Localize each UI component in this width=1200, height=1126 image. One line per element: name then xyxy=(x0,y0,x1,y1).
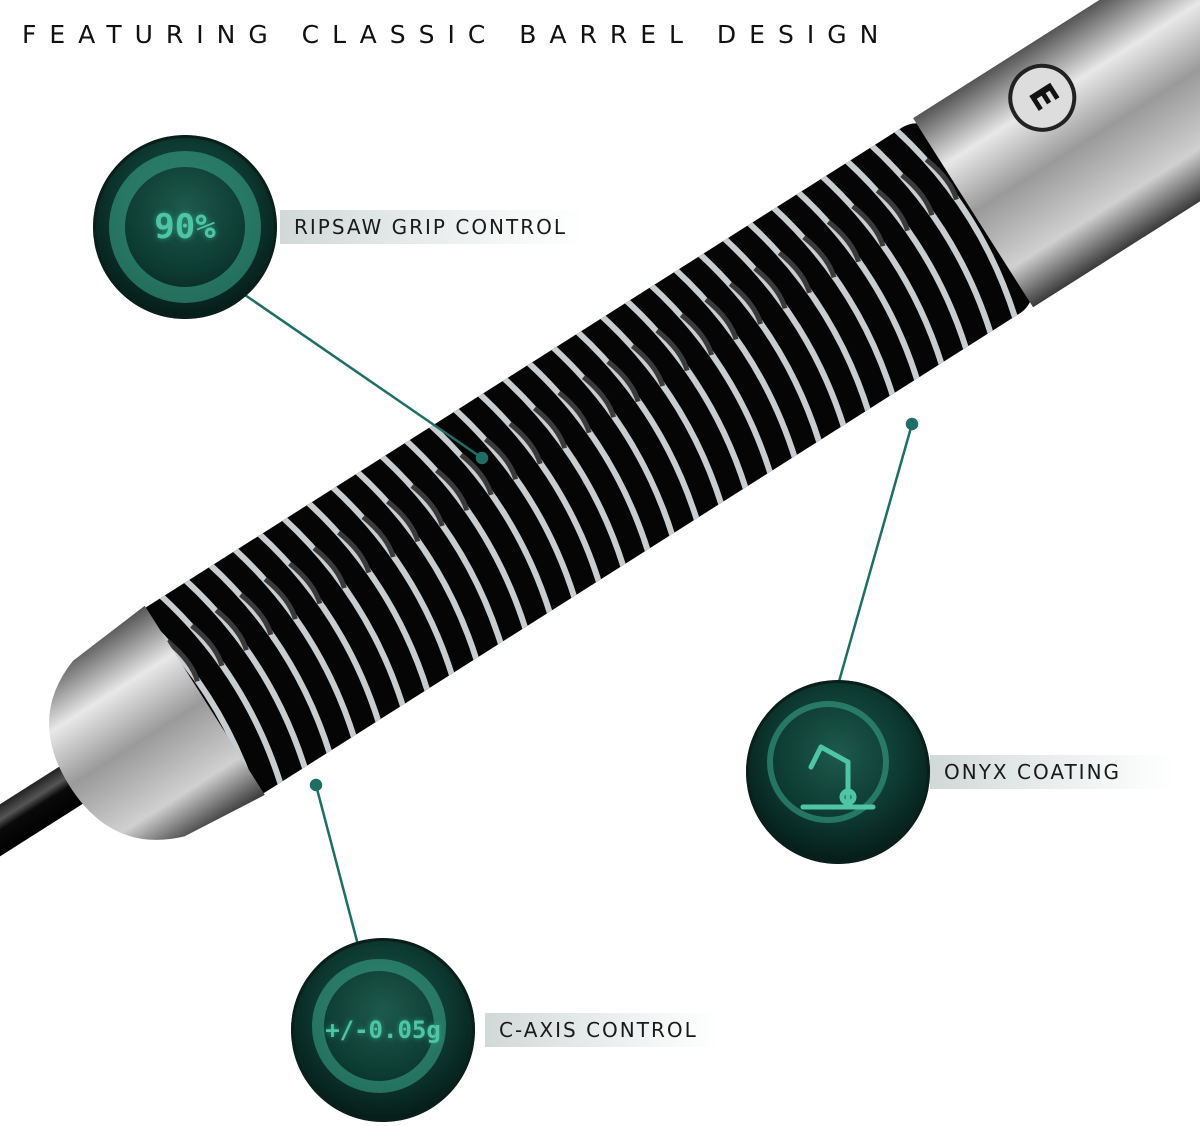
callout-dot-caxis xyxy=(309,778,323,792)
groove-highlight xyxy=(728,281,763,325)
badge-value-grip: 90% xyxy=(154,207,216,247)
groove-highlight xyxy=(508,421,543,465)
feature-label-coating: ONYX COATING xyxy=(930,755,1174,789)
groove-highlight xyxy=(826,219,861,263)
groove-highlight xyxy=(777,250,812,294)
groove-highlight xyxy=(337,530,372,574)
callout-dot-grip xyxy=(475,451,489,465)
grip-badge: 90% xyxy=(93,135,277,319)
feature-label-grip: RIPSAW GRIP CONTROL xyxy=(280,210,584,244)
barrel-groove xyxy=(721,235,847,429)
barrel-rear xyxy=(913,0,1200,308)
groove-highlight xyxy=(532,406,568,449)
callout-line-coating xyxy=(836,423,914,686)
barrel-groove xyxy=(330,484,456,677)
groove-highlight xyxy=(435,468,470,512)
barrel-groove xyxy=(452,406,578,600)
groove-highlight xyxy=(239,592,274,636)
barrel-groove xyxy=(599,313,725,506)
page-title: FEATURING CLASSIC BARREL DESIGN xyxy=(22,20,892,49)
barrel-groove xyxy=(281,515,407,708)
barrel-groove xyxy=(795,189,921,382)
groove-highlight xyxy=(851,204,886,247)
barrel-groove xyxy=(672,267,798,460)
groove-highlight xyxy=(802,235,837,279)
groove-highlight xyxy=(263,577,298,620)
groove-highlight xyxy=(581,375,617,418)
groove-highlight xyxy=(753,266,788,310)
caxis-badge: +/-0.05g xyxy=(291,938,475,1122)
groove-highlight xyxy=(165,639,200,683)
callout-line-grip xyxy=(244,293,483,460)
barrel-groove xyxy=(819,173,945,367)
groove-highlight xyxy=(361,514,396,558)
groove-highlight xyxy=(483,437,519,481)
callout-line-caxis xyxy=(314,784,360,946)
badge-value-caxis: +/-0.05g xyxy=(325,1016,441,1044)
barrel-groove xyxy=(623,298,749,491)
barrel-groove xyxy=(379,453,505,646)
barrel-groove xyxy=(428,422,554,615)
groove-highlight xyxy=(190,623,225,667)
barrel-groove xyxy=(648,282,774,475)
barrel-groove xyxy=(354,469,480,662)
barrel-groove xyxy=(256,531,382,724)
barrel-groove xyxy=(403,437,529,631)
logo-icon: E xyxy=(1008,63,1077,132)
groove-highlight xyxy=(557,390,592,434)
barrel-groove xyxy=(232,546,358,740)
groove-highlight xyxy=(288,561,323,605)
groove-highlight xyxy=(312,546,347,589)
groove-highlight xyxy=(679,312,715,356)
callout-dot-coating xyxy=(905,417,919,431)
robot-arm-icon xyxy=(800,744,876,810)
barrel-groove xyxy=(183,577,309,771)
barrel-nose xyxy=(49,605,265,840)
barrel-groove xyxy=(158,593,284,786)
barrel-groove xyxy=(305,500,431,693)
barrel-groove xyxy=(770,204,896,398)
barrel-groove xyxy=(501,375,627,569)
feature-label-caxis: C-AXIS CONTROL xyxy=(485,1013,719,1047)
barrel-groove xyxy=(697,251,823,444)
barrel-groove xyxy=(746,220,872,413)
groove-highlight xyxy=(875,188,910,232)
groove-highlight xyxy=(386,499,421,543)
groove-highlight xyxy=(410,483,445,527)
groove-highlight xyxy=(630,344,666,387)
groove-highlight xyxy=(655,328,690,372)
barrel-groove xyxy=(868,142,994,335)
groove-highlight xyxy=(214,608,249,652)
groove-highlight xyxy=(900,173,935,216)
groove-highlight xyxy=(459,452,494,496)
barrel-groove xyxy=(550,344,676,538)
barrel-groove xyxy=(526,360,651,553)
coating-badge xyxy=(746,680,930,864)
groove-highlight xyxy=(704,297,739,341)
groove-highlight xyxy=(606,359,641,403)
dart: E xyxy=(0,0,1200,928)
badge-ring xyxy=(767,701,889,823)
barrel-groove xyxy=(207,562,333,755)
barrel-groove xyxy=(575,329,700,522)
barrel-groove xyxy=(893,127,1019,320)
barrel-groove xyxy=(477,391,602,584)
barrel-groove xyxy=(844,158,970,351)
groove-highlight xyxy=(924,157,959,201)
